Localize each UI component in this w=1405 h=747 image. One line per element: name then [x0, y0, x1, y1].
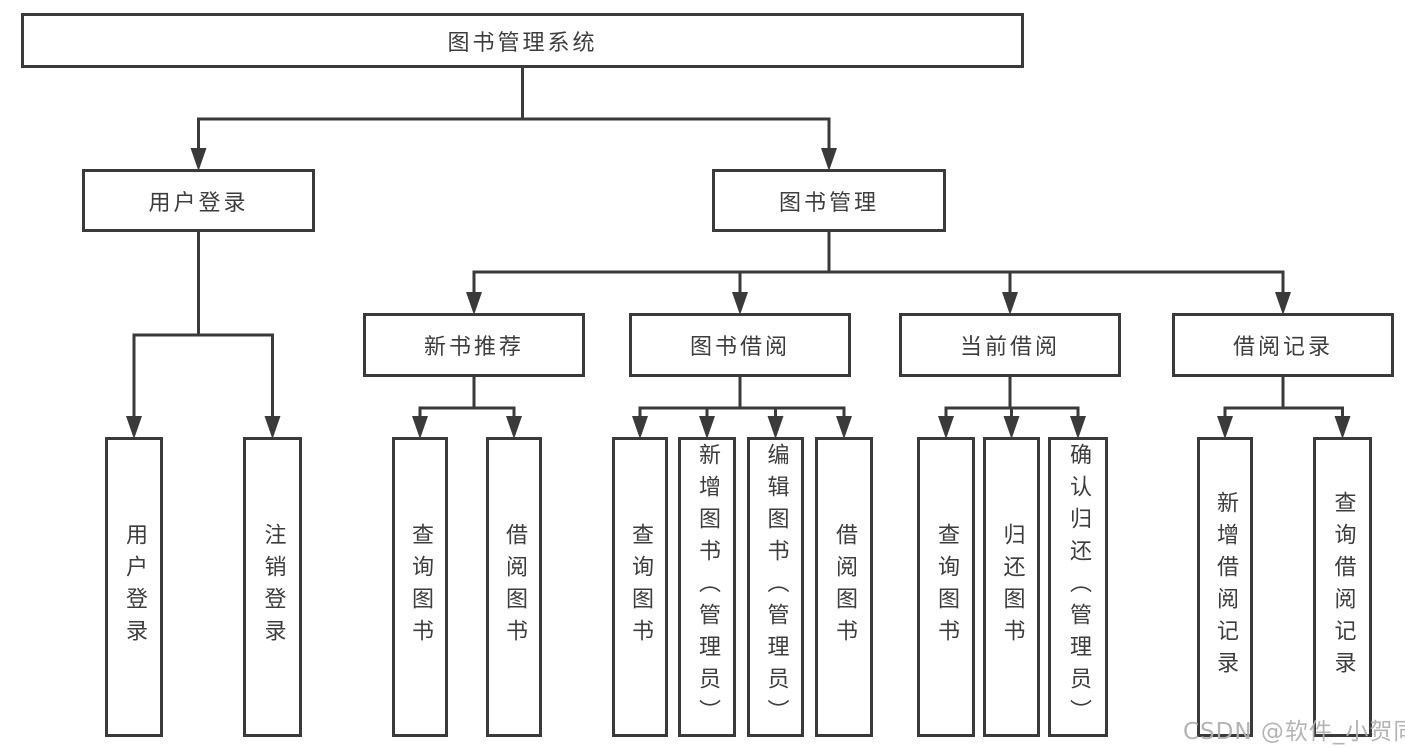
- connector-new-book-recommend: [412, 375, 522, 439]
- node-edit-books-admin: 编辑图书（管理员）: [747, 437, 804, 737]
- arrow-down-icon: [699, 416, 715, 439]
- arrow-down-icon: [412, 416, 428, 439]
- node-query-books-current: 查询图书: [917, 437, 975, 737]
- node-borrowing-records: 借阅记录: [1172, 313, 1394, 377]
- node-borrow-books-borrowing: 借阅图书: [815, 437, 873, 737]
- arrow-down-icon: [1003, 416, 1020, 439]
- node-book-management: 图书管理: [712, 169, 946, 232]
- arrow-down-icon: [1275, 292, 1291, 315]
- connector-book-borrowing: [632, 375, 852, 439]
- node-root: 图书管理系统: [21, 13, 1024, 68]
- arrow-down-icon: [836, 416, 852, 439]
- connector-book-management: [466, 230, 1291, 315]
- node-add-borrow-record: 新增借阅记录: [1197, 437, 1253, 737]
- node-book-borrowing: 图书借阅: [629, 313, 851, 377]
- node-query-borrow-record: 查询借阅记录: [1313, 437, 1372, 737]
- node-logout-action: 注销登录: [243, 437, 302, 737]
- connector-root: [190, 66, 837, 171]
- node-query-books-recommend: 查询图书: [392, 437, 448, 737]
- arrow-down-icon: [264, 416, 281, 439]
- node-new-book-recommend: 新书推荐: [363, 313, 585, 377]
- node-query-books-borrowing: 查询图书: [612, 437, 668, 737]
- node-add-books-admin: 新增图书（管理员）: [678, 437, 736, 737]
- arrow-down-icon: [1217, 416, 1233, 439]
- arrow-down-icon: [126, 416, 142, 439]
- arrow-down-icon: [821, 148, 837, 171]
- node-confirm-return-admin: 确认归还（管理员）: [1048, 437, 1108, 737]
- arrow-down-icon: [1334, 416, 1351, 439]
- arrow-down-icon: [190, 148, 207, 171]
- connector-user-login: [126, 230, 281, 439]
- connector-borrowing-records: [1217, 375, 1351, 439]
- arrow-down-icon: [938, 416, 954, 439]
- connector-current-borrowing: [938, 375, 1086, 439]
- node-current-borrowing: 当前借阅: [899, 313, 1121, 377]
- node-user-login: 用户登录: [82, 169, 315, 232]
- arrow-down-icon: [767, 416, 784, 439]
- arrow-down-icon: [732, 292, 748, 315]
- arrow-down-icon: [466, 292, 482, 315]
- watermark: CSDN @软件_小贺同学: [1183, 719, 1405, 745]
- arrow-down-icon: [506, 416, 522, 439]
- node-login-action: 用户登录: [105, 437, 163, 737]
- arrow-down-icon: [1002, 292, 1018, 315]
- arrow-down-icon: [1070, 416, 1086, 439]
- node-return-books: 归还图书: [983, 437, 1040, 737]
- arrow-down-icon: [632, 416, 648, 439]
- node-borrow-books-recommend: 借阅图书: [486, 437, 542, 737]
